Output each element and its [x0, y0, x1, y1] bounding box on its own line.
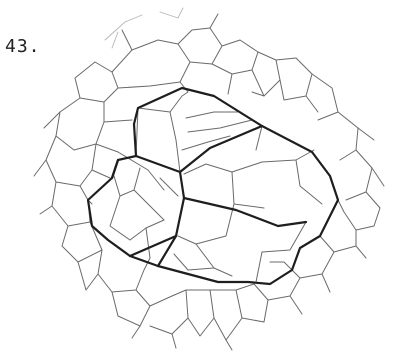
- stray-marks: [105, 8, 183, 48]
- inner-cell-walls: [110, 92, 322, 282]
